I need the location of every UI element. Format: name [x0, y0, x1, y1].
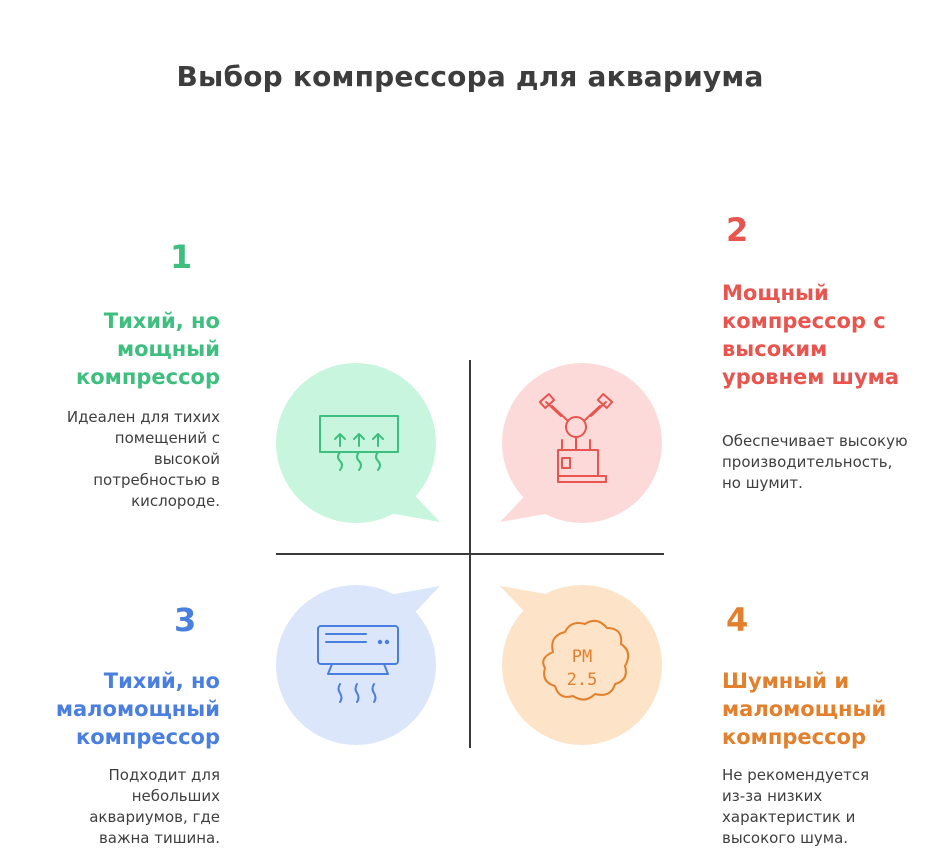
quadrant-3-heading: Тихий, но маломощный компрессор [55, 669, 220, 749]
quadrant-2-heading: Мощный компрессор с высоким уровнем шума [722, 281, 899, 389]
quadrant-2-description: Обеспечивает высокую производительность,… [722, 432, 908, 492]
bubble-1 [276, 363, 440, 523]
pm25-cloud-icon: PM 2.5 [542, 619, 630, 701]
quadrant-1-description: Идеален для тихих помещений с высокой по… [66, 408, 220, 510]
air-conditioner-icon [317, 625, 399, 703]
quadrant-3-number: 3 [174, 601, 197, 639]
bubble-2 [500, 363, 662, 523]
pm-label: PM [572, 647, 592, 667]
quadrant-2-number: 2 [726, 211, 749, 249]
quadrant-1-heading: Тихий, но мощный компрессор [76, 309, 220, 389]
quadrant-4-number: 4 [726, 601, 749, 639]
quadrant-4-description: Не рекомендуется из-за низких характерис… [722, 766, 870, 847]
engine-icon [538, 393, 614, 483]
page-title: Выбор компрессора для аквариума [176, 60, 764, 93]
heater-icon [319, 415, 399, 471]
quadrant-3-description: Подходит для небольших аквариумов, где в… [89, 766, 220, 847]
pm-value-label: 2.5 [567, 670, 598, 690]
quadrant-4-heading: Шумный и маломощный компрессор [722, 669, 887, 749]
quadrant-1-number: 1 [170, 238, 193, 276]
bubble-4 [500, 585, 662, 745]
